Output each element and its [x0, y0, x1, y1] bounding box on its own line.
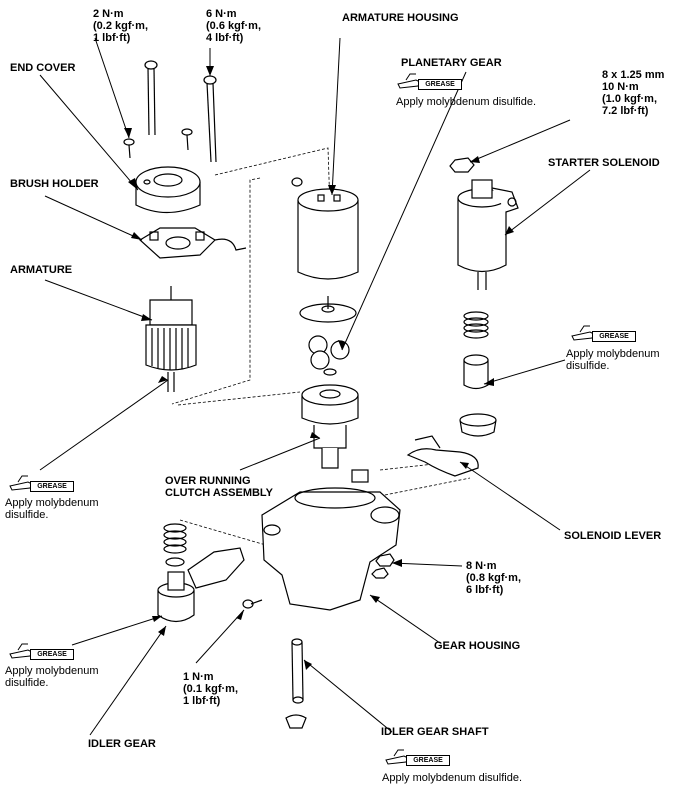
grease-symbol-solenoid-plunger: GREASE [570, 324, 640, 342]
grease-tag: GREASE [592, 331, 636, 342]
label-solenoid-lever: SOLENOID LEVER [564, 530, 662, 542]
starter-solenoid-part [457, 179, 519, 290]
grease-tag: GREASE [418, 79, 462, 90]
through-bolt-left [144, 60, 158, 136]
label-armature-housing: ARMATURE HOUSING [342, 12, 459, 24]
grease-note-solenoid-plunger: Apply molybdenum disulfide. [566, 348, 660, 372]
gear-housing-part [261, 469, 401, 611]
solenoid-plunger [463, 354, 489, 390]
label-end-cover: END COVER [10, 62, 76, 74]
grease-note-planetary-gear: Apply molybdenum disulfide. [396, 96, 537, 108]
ball-retainer [187, 547, 245, 589]
end-cover-part [135, 166, 201, 214]
plunger-boot [459, 413, 497, 437]
leader-arrowheads [124, 66, 514, 670]
idler-gear-part [157, 571, 195, 623]
solenoid-nut [449, 157, 475, 173]
idler-bolt [242, 599, 263, 609]
grease-symbol-armature: GREASE [8, 474, 78, 492]
grease-symbol-idler-gear: GREASE [8, 642, 78, 660]
grease-symbol-planetary-gear: GREASE [396, 72, 466, 90]
torque-label-end-cover-screw: 2 N·m (0.2 kgf·m, 1 lbf·ft) [93, 8, 149, 44]
torque-label-idler-bolt: 1 N·m (0.1 kgf·m, 1 lbf·ft) [183, 671, 239, 707]
label-gear-housing: GEAR HOUSING [434, 640, 521, 652]
label-starter-solenoid: STARTER SOLENOID [548, 157, 660, 169]
label-armature: ARMATURE [10, 264, 73, 276]
torque-label-gear-housing: 8 N·m (0.8 kgf·m, 6 lbf·ft) [466, 560, 522, 596]
grease-note-idler-gear-shaft: Apply molybdenum disulfide. [382, 772, 523, 784]
armature-housing-part [291, 177, 359, 280]
grease-tag: GREASE [30, 481, 74, 492]
torque-label-solenoid-nut: 8 x 1.25 mm 10 N·m (1.0 kgf·m, 7.2 lbf·f… [602, 69, 665, 117]
idler-gear-shaft-part [285, 638, 307, 729]
label-idler-gear: IDLER GEAR [88, 738, 156, 750]
overrunning-clutch-part [301, 384, 359, 469]
label-idler-gear-shaft: IDLER GEAR SHAFT [381, 726, 489, 738]
grease-symbol-idler-gear-shaft: GREASE [384, 748, 454, 766]
leader-lines [39, 37, 591, 736]
brush-holder-part [138, 227, 247, 259]
end-cover-screw-right [181, 128, 193, 151]
plunger-spring [463, 311, 489, 339]
torque-label-through-bolt: 6 N·m (0.6 kgf·m, 4 lbf·ft) [206, 8, 262, 44]
grease-note-idler-gear: Apply molybdenum disulfide. [5, 665, 99, 689]
planetary-gear-part [299, 296, 357, 376]
grease-tag: GREASE [406, 755, 450, 766]
armature-part [145, 286, 197, 392]
end-cover-screw-left [123, 138, 135, 159]
grease-note-armature: Apply molybdenum disulfide. [5, 497, 99, 521]
label-brush-holder: BRUSH HOLDER [10, 178, 99, 190]
through-bolt-right [203, 75, 217, 163]
label-over-running-clutch: OVER RUNNING CLUTCH ASSEMBLY [165, 475, 273, 499]
gear-housing-bolt [371, 553, 395, 579]
solenoid-lever-part [406, 435, 479, 477]
label-planetary-gear: PLANETARY GEAR [401, 57, 502, 69]
idler-spring [163, 523, 187, 567]
grease-tag: GREASE [30, 649, 74, 660]
